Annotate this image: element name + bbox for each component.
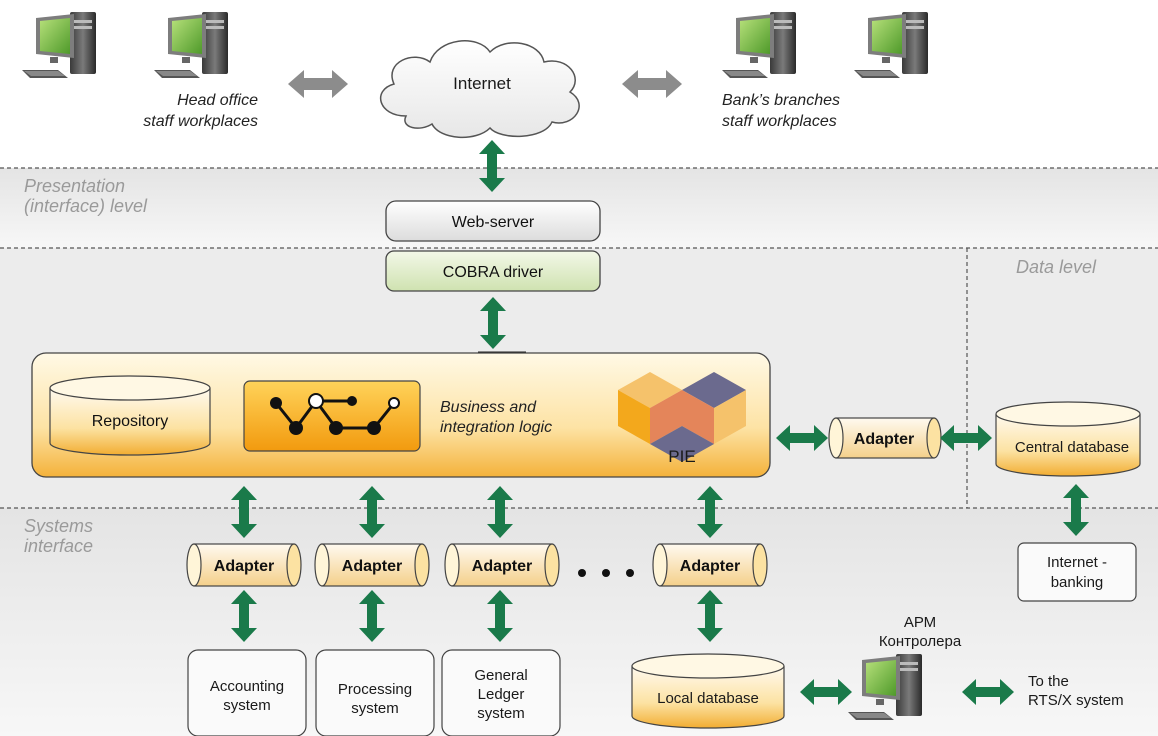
adapter-cylinder [652,543,768,587]
ellipsis-dots [578,569,634,577]
rts-label-2: RTS/X system [1028,692,1124,709]
computer-icon [722,12,796,78]
repository-cylinder [49,375,211,456]
central-database-cylinder [995,401,1141,477]
cobra-driver-label: COBRA driver [443,264,544,281]
systems-interface-label: Systems [24,516,93,536]
central-database-label: Central database [1015,439,1129,456]
workflow-graph-icon [243,380,421,452]
adapter-cylinder [186,543,302,587]
accounting-system-box [187,649,307,736]
adapter-cylinder [314,543,430,587]
business-logic-label-2: integration logic [440,419,552,436]
web-server-box [385,200,601,242]
adapter-cylinder [828,417,942,459]
internet-cloud [379,40,580,139]
grey-double-arrow-left [288,70,348,98]
adapter-label: Adapter [472,558,532,575]
adapter-cylinder [444,543,560,587]
head-office-label-2: staff workplaces [143,113,258,130]
grey-double-arrow-right [622,70,682,98]
pie-label: PIE [668,447,695,466]
general-ledger-label-3: system [477,705,525,722]
branches-label-2: staff workplaces [722,113,837,130]
computer-icon [22,12,96,78]
systems-interface-label-2: interface [24,536,93,556]
repository-label: Repository [92,413,168,430]
data-level-label: Data level [1016,257,1097,277]
presentation-level-label-2: (interface) level [24,196,148,216]
adapter-label: Adapter [854,431,914,448]
internet-banking-label: Internet - [1047,554,1107,571]
processing-system-label-2: system [351,700,399,717]
controller-label-2: Контролера [879,633,962,650]
adapter-label: Adapter [680,558,740,575]
computer-icon [154,12,228,78]
internet-banking-box [1017,542,1137,602]
pie-logo-icon [618,372,746,462]
internet-label: Internet [453,74,511,93]
presentation-level-label: Presentation [24,176,125,196]
cobra-driver-box [385,250,601,292]
controller-label: АРМ [904,614,936,631]
local-database-cylinder [631,653,785,729]
head-office-label: Head office [177,92,258,109]
computer-icon [854,12,928,78]
branches-label: Bank’s branches [722,92,840,109]
internet-banking-label-2: banking [1051,574,1104,591]
processing-system-label: Processing [338,681,412,698]
general-ledger-box [441,649,561,736]
accounting-system-label-2: system [223,697,271,714]
business-logic-label: Business and [440,399,537,416]
processing-system-box [315,649,435,736]
general-ledger-label-2: Ledger [478,686,525,703]
general-ledger-label: General [474,667,527,684]
accounting-system-label: Accounting [210,678,284,695]
adapter-label: Adapter [342,558,402,575]
rts-label: To the [1028,673,1069,690]
systems-band [0,508,1158,736]
web-server-label: Web-server [452,214,535,231]
local-database-label: Local database [657,690,759,707]
adapter-label: Adapter [214,558,274,575]
